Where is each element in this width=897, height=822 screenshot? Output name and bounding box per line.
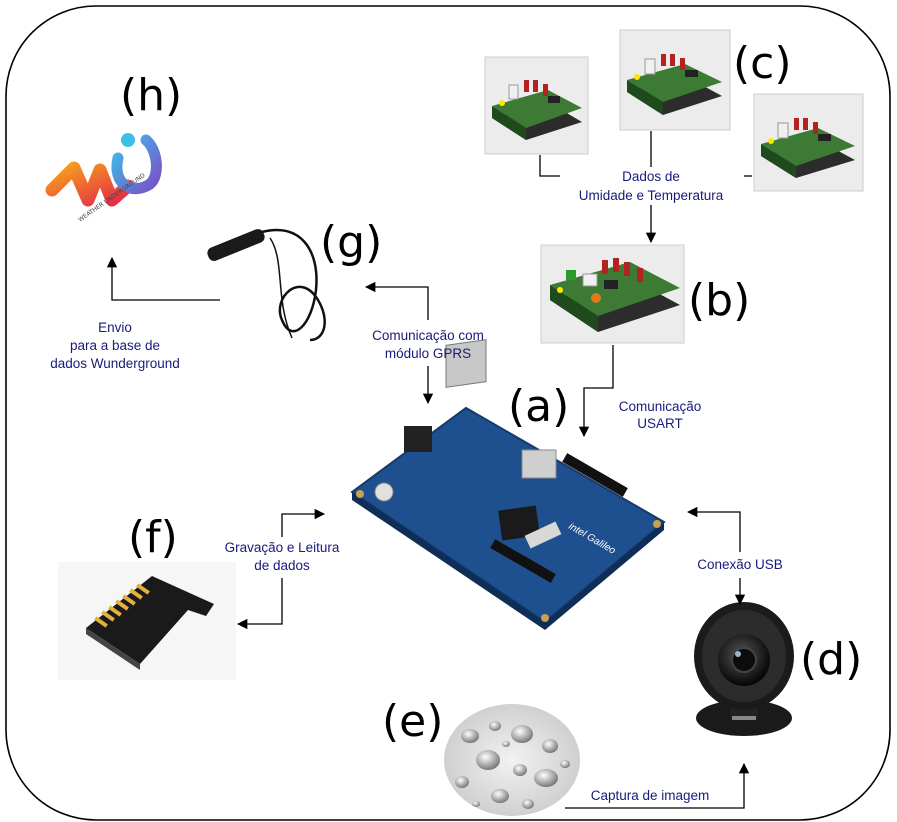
arrow-gprs-top [364, 281, 429, 320]
label-f: (f) [128, 512, 178, 563]
gprs-antenna [207, 228, 326, 342]
caption-usart-2: USART [637, 416, 683, 431]
arrow-usb-top [686, 506, 741, 552]
caption-sd-2: de dados [254, 558, 310, 573]
label-a: (a) [508, 381, 569, 432]
caption-usart-1: Comunicação [619, 399, 702, 414]
caption-gprs-1: Comunicação com [372, 328, 484, 343]
remote-sensor-board-1 [484, 56, 589, 155]
micro-sd-card [58, 562, 236, 680]
label-b: (b) [688, 275, 750, 326]
usb-webcam [694, 602, 794, 736]
remote-sensor-board-2 [619, 29, 731, 131]
outer-frame [5, 5, 891, 821]
arrow-upload [106, 256, 220, 301]
caption-sensor-data-2: Umidade e Temperatura [579, 188, 724, 203]
connector-sensor1 [539, 155, 560, 177]
caption-upload-1: Envio [98, 320, 132, 335]
water-droplets [444, 704, 580, 816]
label-d: (d) [800, 634, 862, 685]
weather-underground-logo: WEATHER UNDERGROUND [45, 133, 162, 224]
main-board: intel Galileo [350, 339, 666, 630]
label-h: (h) [120, 70, 182, 121]
caption-upload-3: dados Wunderground [50, 356, 180, 371]
arrow-usart [578, 345, 614, 438]
label-c: (c) [733, 38, 792, 89]
caption-sensor-data-1: Dados de [622, 169, 680, 184]
caption-upload-2: para a base de [70, 338, 160, 353]
caption-capture: Captura de imagem [591, 788, 710, 803]
sensor-board [540, 244, 685, 344]
remote-sensor-board-3 [753, 93, 864, 192]
caption-gprs-2: módulo GPRS [385, 346, 471, 361]
label-g: (g) [320, 217, 382, 268]
caption-sd-1: Gravação e Leitura [225, 540, 340, 555]
arrow-sd-bottom [236, 578, 283, 630]
arrow-sd-top [281, 508, 326, 537]
caption-usb: Conexão USB [697, 557, 783, 572]
arrow-capture [565, 762, 750, 809]
label-e: (e) [382, 696, 443, 747]
